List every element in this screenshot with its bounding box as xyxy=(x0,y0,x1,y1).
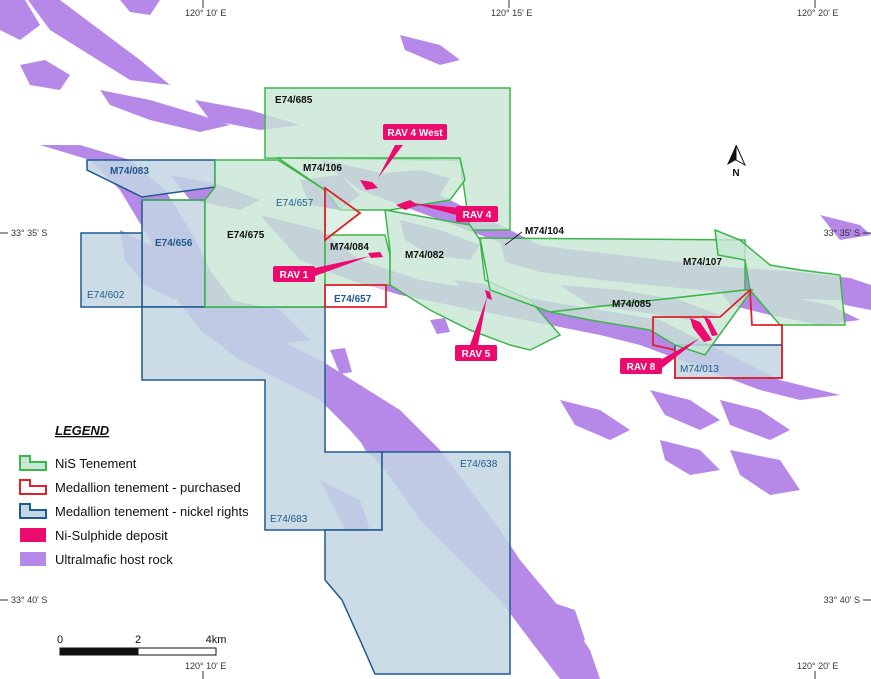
label-e74-685: E74/685 xyxy=(275,95,313,106)
scale-label-2: 2 xyxy=(135,634,141,646)
callout-rav8[interactable] xyxy=(620,358,662,374)
nis-tenement-labels: E74/685 M74/106 E74/675 M74/084 M74/082 … xyxy=(227,95,722,310)
legend-item-rights: Medallion tenement - nickel rights xyxy=(19,503,249,519)
label-m74-013: M74/013 xyxy=(680,364,719,375)
label-e74-657-north: E74/657 xyxy=(276,198,314,209)
callout-rav4-west[interactable] xyxy=(383,124,447,140)
tenement-e74-656[interactable] xyxy=(141,199,206,308)
label-e74-657-south: E74/657 xyxy=(334,294,372,305)
legend-label-ultramafic: Ultralmafic host rock xyxy=(55,552,173,567)
legend: LEGEND NiS Tenement Medallion tenement -… xyxy=(19,423,249,567)
callout-label-rav1: RAV 1 xyxy=(280,270,309,281)
tenement-e74-657-north[interactable] xyxy=(324,186,362,242)
north-label: N xyxy=(732,168,739,179)
label-m74-107: M74/107 xyxy=(683,257,722,268)
label-m74-104: M74/104 xyxy=(525,226,564,237)
label-m74-082: M74/082 xyxy=(405,250,444,261)
coord-top-3: 120° 20' E xyxy=(797,8,838,18)
label-e74-656: E74/656 xyxy=(155,238,193,249)
scale-bar: 0 2 4km xyxy=(57,634,227,656)
callout-rav1[interactable] xyxy=(273,266,315,282)
deposit-rav1[interactable] xyxy=(368,252,383,258)
label-e74-683: E74/683 xyxy=(270,514,308,525)
legend-swatch-deposit xyxy=(20,528,46,542)
label-m74-084: M74/084 xyxy=(330,242,369,253)
legend-swatch-purchased xyxy=(19,479,47,495)
nickel-rights-labels: M74/083 E74/656 E74/602 E74/683 E74/638 … xyxy=(87,166,719,525)
deposits xyxy=(360,180,718,342)
coord-top-2: 120° 15' E xyxy=(491,8,532,18)
label-e74-602: E74/602 xyxy=(87,290,125,301)
tenement-m74-083[interactable] xyxy=(86,159,216,198)
label-m74-083: M74/083 xyxy=(110,166,149,177)
purchased-tenements xyxy=(324,186,783,379)
purchased-tenement-labels: E74/657 E74/657 xyxy=(276,198,372,305)
north-arrow: N xyxy=(727,144,747,179)
legend-swatch-rights xyxy=(19,503,47,519)
deposit-rav8[interactable] xyxy=(690,318,712,342)
coord-top-1: 120° 10' E xyxy=(185,8,226,18)
label-m74-106: M74/106 xyxy=(303,163,342,174)
legend-item-nis: NiS Tenement xyxy=(19,455,137,471)
legend-item-ultramafic: Ultralmafic host rock xyxy=(20,552,173,567)
callout-rav5[interactable] xyxy=(455,345,497,361)
legend-title: LEGEND xyxy=(55,423,110,438)
legend-swatch-ultramafic xyxy=(20,552,46,566)
nickel-rights-tenements xyxy=(80,159,783,675)
label-e74-675: E74/675 xyxy=(227,230,265,241)
deposit-rav4[interactable] xyxy=(396,200,418,210)
callout-label-rav8: RAV 8 xyxy=(627,362,656,373)
tenement-e74-657-south[interactable] xyxy=(324,284,387,308)
legend-label-rights: Medallion tenement - nickel rights xyxy=(55,504,249,519)
scale-label-0: 0 xyxy=(57,634,63,646)
coord-left-2: 33° 40' S xyxy=(11,595,47,605)
callout-label-rav4: RAV 4 xyxy=(463,210,492,221)
coord-bottom-1: 120° 10' E xyxy=(185,661,226,671)
tenement-e74-638[interactable] xyxy=(324,451,511,675)
coord-right-2: 33° 40' S xyxy=(824,595,860,605)
label-e74-638: E74/638 xyxy=(460,459,498,470)
legend-item-purchased: Medallion tenement - purchased xyxy=(19,479,241,495)
coord-left-1: 33° 35' S xyxy=(11,228,47,238)
callout-leader-m74104 xyxy=(504,231,523,246)
label-m74-085: M74/085 xyxy=(612,299,651,310)
callout-leaders xyxy=(315,145,700,368)
coord-bottom-2: 120° 20' E xyxy=(797,661,838,671)
legend-label-purchased: Medallion tenement - purchased xyxy=(55,480,241,495)
legend-label-deposit: Ni-Sulphide deposit xyxy=(55,528,168,543)
deposit-rav5[interactable] xyxy=(485,290,492,300)
deposit-rav8-b[interactable] xyxy=(703,315,718,336)
deposit-callouts: RAV 4 West RAV 4 RAV 1 RAV 5 RAV 8 xyxy=(273,124,662,374)
tenement-m74-013-purchased[interactable] xyxy=(652,288,783,379)
coordinate-labels: 120° 10' E 120° 15' E 120° 20' E 120° 10… xyxy=(11,8,860,671)
legend-item-deposit: Ni-Sulphide deposit xyxy=(20,528,168,543)
coord-right-1: 33° 35' S xyxy=(824,228,860,238)
scale-label-4km: 4km xyxy=(206,634,227,646)
legend-swatch-nis xyxy=(19,455,47,471)
deposit-rav4-west[interactable] xyxy=(360,180,378,190)
callout-rav4[interactable] xyxy=(456,206,498,222)
callout-label-rav5: RAV 5 xyxy=(462,349,491,360)
tenement-m74-107[interactable] xyxy=(714,228,846,326)
legend-label-nis: NiS Tenement xyxy=(55,456,137,471)
callout-label-rav4-west: RAV 4 West xyxy=(387,128,443,139)
